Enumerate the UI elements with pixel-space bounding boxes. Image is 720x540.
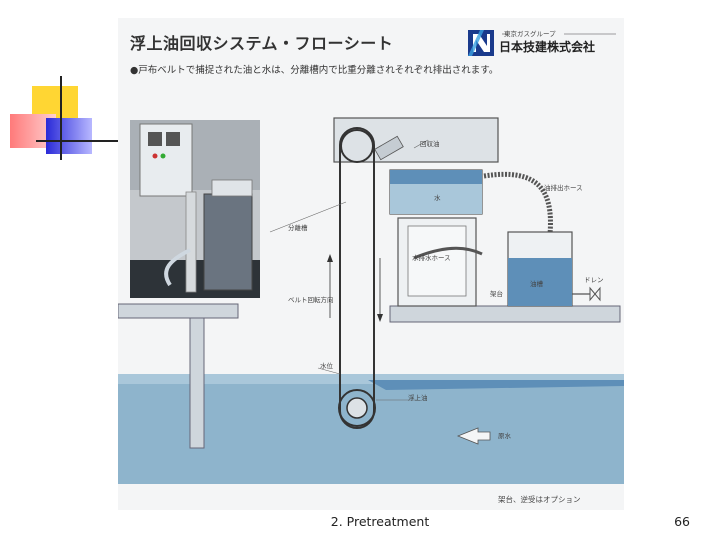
label-belt-direction: ベルト回転方向: [288, 295, 334, 304]
label-water-level: 水位: [320, 361, 334, 370]
separator-top-box: [211, 179, 253, 197]
floating-oil-layer: [368, 380, 624, 390]
company-name: 日本技建株式会社: [499, 40, 596, 54]
footer-section-label: 2. Pretreatment: [330, 514, 430, 529]
label-oil-drain-hose: 油排出ホース: [544, 183, 583, 192]
label-water-drain-hose: 水排水ホース: [412, 253, 451, 262]
head-pulley: [340, 129, 374, 163]
deco-horizontal-line: [36, 140, 122, 142]
label-recovered-oil: 回収油: [420, 139, 440, 148]
oil-tank-contents: [508, 258, 572, 306]
panel-meter-left: [148, 132, 162, 146]
water-drain-hose: [413, 246, 483, 260]
oil-scraper: [374, 135, 404, 161]
leader-recovered-oil: [413, 139, 429, 149]
photo-hose: [164, 248, 191, 287]
panel-meter-right: [166, 132, 180, 146]
deco-vertical-line: [60, 76, 62, 160]
machine-housing: [333, 117, 499, 163]
flow-schematic: 回収油 油排出ホース 水 分離槽 水排水ホース ドレン 油槽 架台 ベルト回転方…: [118, 117, 624, 484]
tail-pulley-hub: [346, 397, 368, 419]
logo-stripe: [468, 30, 484, 56]
separated-water: [390, 184, 482, 214]
oil-skimmer-belt: [339, 127, 375, 429]
leader-separation-tank: [269, 201, 347, 233]
raw-water-arrow-icon: [456, 427, 491, 445]
flow-sheet-image: 浮上油回収システム・フローシート ●戸布ベルトで捕捉された油と水は、分離槽内で比…: [118, 18, 624, 510]
arrow-down-icon: [377, 314, 383, 322]
oil-drain-hose: [483, 171, 553, 251]
footnote: 架台、逆受はオプション: [498, 495, 581, 504]
label-drain: ドレン: [584, 276, 604, 284]
panel-lamp-icon: [152, 153, 158, 159]
panel-lamp-icon: [160, 153, 166, 159]
stand-inner: [407, 225, 467, 297]
deco-blue-square: [46, 118, 92, 154]
slide-description: ●戸布ベルトで捕捉された油と水は、分離槽内で比重分離されそれぞれ排出されます。: [130, 65, 499, 76]
company-group-label: 東京ガスグループ: [504, 30, 556, 38]
label-stand: 架台: [490, 289, 503, 298]
water-surface: [118, 374, 624, 384]
separator-unit: [203, 193, 253, 291]
support-pole: [185, 191, 197, 293]
platform: [389, 305, 621, 323]
upper-ledge: [118, 303, 239, 319]
company-logo: [468, 30, 616, 56]
label-water: 水: [434, 193, 441, 202]
label-raw-water: 原水: [498, 431, 512, 440]
tail-pulley: [338, 389, 376, 427]
pit-wall: [189, 317, 205, 449]
label-separation-tank: 分離槽: [288, 223, 308, 232]
label-oil-tank: 油槽: [530, 279, 544, 288]
recovered-oil-layer: [390, 170, 482, 184]
arrow-up-icon: [327, 254, 333, 262]
drain-valve-icon: [589, 286, 601, 302]
label-floating-oil: 浮上油: [408, 393, 428, 402]
leader-water-level: [317, 367, 341, 375]
slide-title: 浮上油回収システム・フローシート: [130, 34, 394, 53]
page-number: 66: [674, 514, 690, 529]
equipment-photo: [130, 120, 260, 298]
